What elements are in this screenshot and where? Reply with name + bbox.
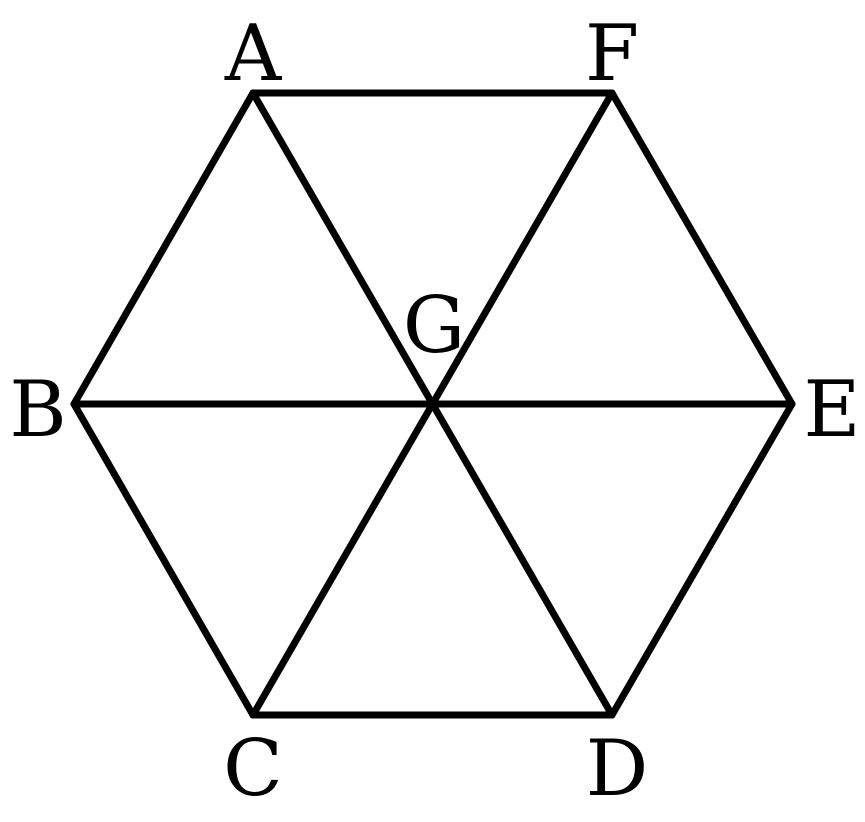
vertex-label-d: D xyxy=(586,724,649,814)
vertex-label-g: G xyxy=(403,281,465,371)
edge-c-b xyxy=(70,400,257,719)
vertex-label-a: A xyxy=(224,9,283,99)
vertex-label-e: E xyxy=(804,365,861,455)
edge-e-d xyxy=(608,400,796,719)
vertex-label-c: C xyxy=(223,724,283,814)
edge-b-a xyxy=(70,89,257,408)
vertex-label-b: B xyxy=(9,365,66,455)
edge-f-e xyxy=(608,89,796,408)
vertex-label-f: F xyxy=(585,9,639,99)
